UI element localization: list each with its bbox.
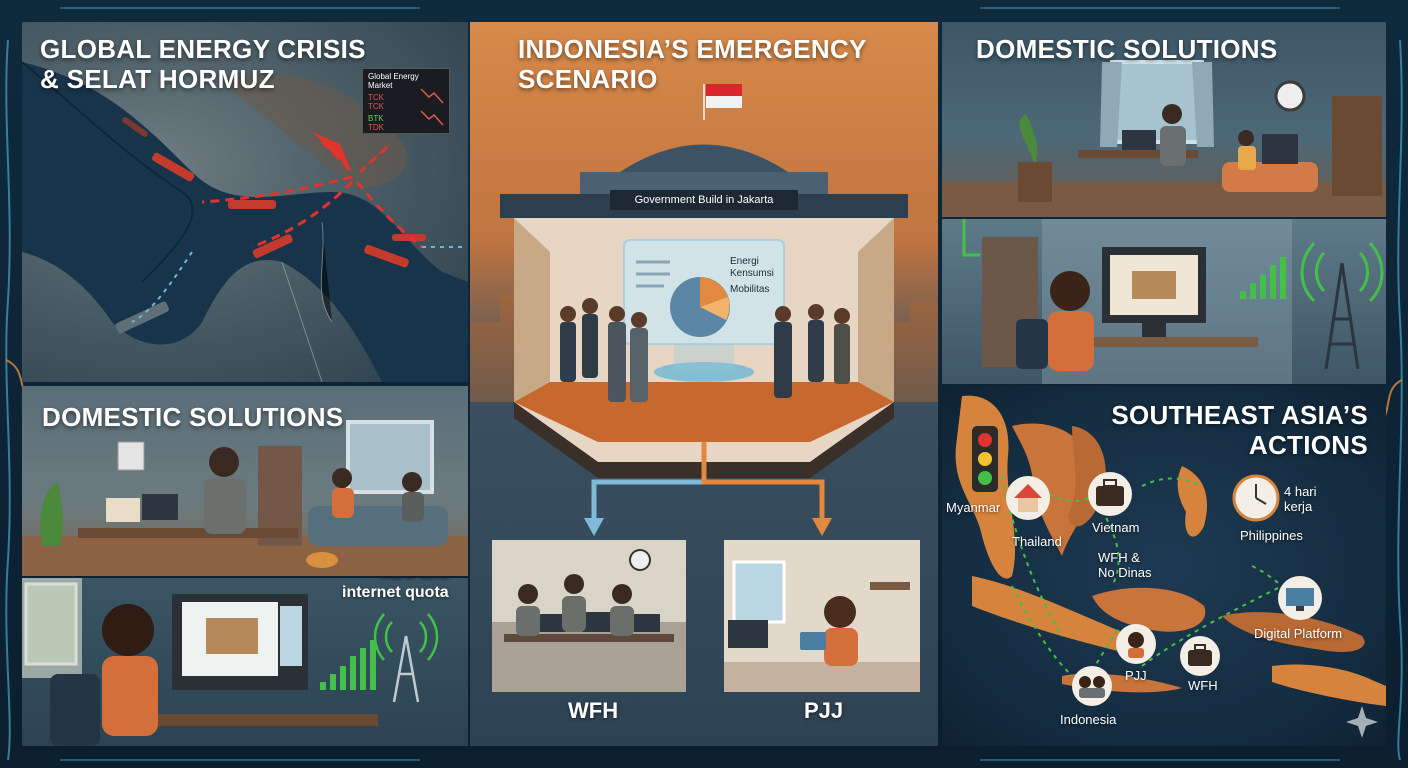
- screen-label-kensumsi: Kensumsi: [730, 268, 774, 279]
- online-study-scene: [22, 578, 439, 746]
- panel-study-left: MBG and internet quota: [22, 578, 468, 746]
- government-building: [470, 84, 938, 692]
- market-row: TDK: [368, 123, 384, 132]
- pjj-label: PJJ: [804, 698, 844, 723]
- clock-icon: [629, 549, 651, 571]
- screen-label-mobilitas: Mobilitas: [730, 284, 770, 295]
- panel-global-crisis: GLOBAL ENERGY CRISIS & SELAT HORMUZ Glob…: [22, 22, 468, 382]
- indonesia-people-icon: [1072, 666, 1112, 706]
- action-four-day: 4 hari kerja: [1284, 484, 1317, 514]
- action-pjj: PJJ: [1125, 668, 1147, 683]
- tanker-icon: [115, 117, 426, 334]
- market-row: BTK: [368, 114, 384, 123]
- signal-bars-icon: [320, 640, 376, 690]
- country-thailand: Thailand: [1012, 534, 1062, 549]
- panel-domestic-left: DOMESTIC SOLUTIONS: [22, 386, 468, 576]
- panel-emergency: INDONESIA’S EMERGENCY SCENARIO Governmen…: [470, 22, 938, 746]
- laptop-icon: [536, 612, 660, 632]
- panel-title: DOMESTIC SOLUTIONS: [42, 402, 344, 432]
- traffic-light-icon: [972, 426, 998, 492]
- country-indonesia: Indonesia: [1060, 712, 1117, 727]
- signal-tower-icon: [1300, 242, 1384, 370]
- pjj-icon: [1116, 624, 1156, 664]
- laptop-icon: [142, 494, 178, 520]
- country-vietnam: Vietnam: [1092, 520, 1140, 535]
- hormuz-map: [22, 61, 468, 382]
- screen-label-energi: Energi: [730, 256, 759, 267]
- house-icon: [1006, 476, 1050, 520]
- panel-study-top: [942, 219, 1386, 384]
- market-row: TCK: [368, 93, 384, 102]
- country-myanmar: Myanmar: [946, 500, 1001, 515]
- southeast-asia-map: [955, 395, 1386, 738]
- officials: [560, 298, 850, 402]
- clock-icon: [1274, 80, 1306, 112]
- action-digital-platform: Digital Platform: [1254, 626, 1343, 641]
- country-philippines: Philippines: [1240, 528, 1303, 543]
- clock-icon: [1232, 474, 1280, 522]
- sparkle-icon: [1346, 706, 1378, 738]
- action-wfh: WFH: [1188, 678, 1218, 693]
- online-study-scene: [962, 219, 1384, 384]
- panel-title: DOMESTIC SOLUTIONS: [976, 34, 1278, 64]
- action-wfh-no-dinas: WFH & No Dinas: [1098, 550, 1152, 580]
- home-office-scene: [942, 60, 1386, 217]
- digital-platform-icon: [1278, 576, 1322, 620]
- market-box-title: Global Energy Market: [368, 72, 419, 90]
- building-sign: Government Build in Jakarta: [610, 190, 798, 210]
- signal-bars-icon: [1240, 257, 1286, 299]
- panel-title: SOUTHEAST ASIA’S ACTIONS: [1111, 400, 1368, 460]
- panel-title: INDONESIA’S EMERGENCY SCENARIO: [518, 34, 867, 94]
- briefcase-icon: [1180, 636, 1220, 676]
- signal-tower-icon: [373, 613, 439, 703]
- briefcase-icon: [1088, 472, 1132, 516]
- trend-down-icon: [420, 88, 444, 126]
- market-row: TCK: [368, 102, 384, 111]
- energy-market-box: Global Energy Market TCK TCK BTK TDK: [362, 68, 450, 134]
- wfh-label: WFH: [568, 698, 619, 723]
- panel-southeast-asia: SOUTHEAST ASIA’S ACTIONS Myanmar Thailan…: [942, 386, 1386, 746]
- indonesia-flag-icon: [703, 84, 742, 120]
- family-home-scene: [22, 420, 468, 576]
- panel-title: GLOBAL ENERGY CRISIS & SELAT HORMUZ: [40, 34, 366, 94]
- laptop-icon: [1122, 130, 1156, 150]
- panel-domestic-top: DOMESTIC SOLUTIONS: [942, 22, 1386, 217]
- mbg-caption: MBG and internet quota: [342, 578, 449, 601]
